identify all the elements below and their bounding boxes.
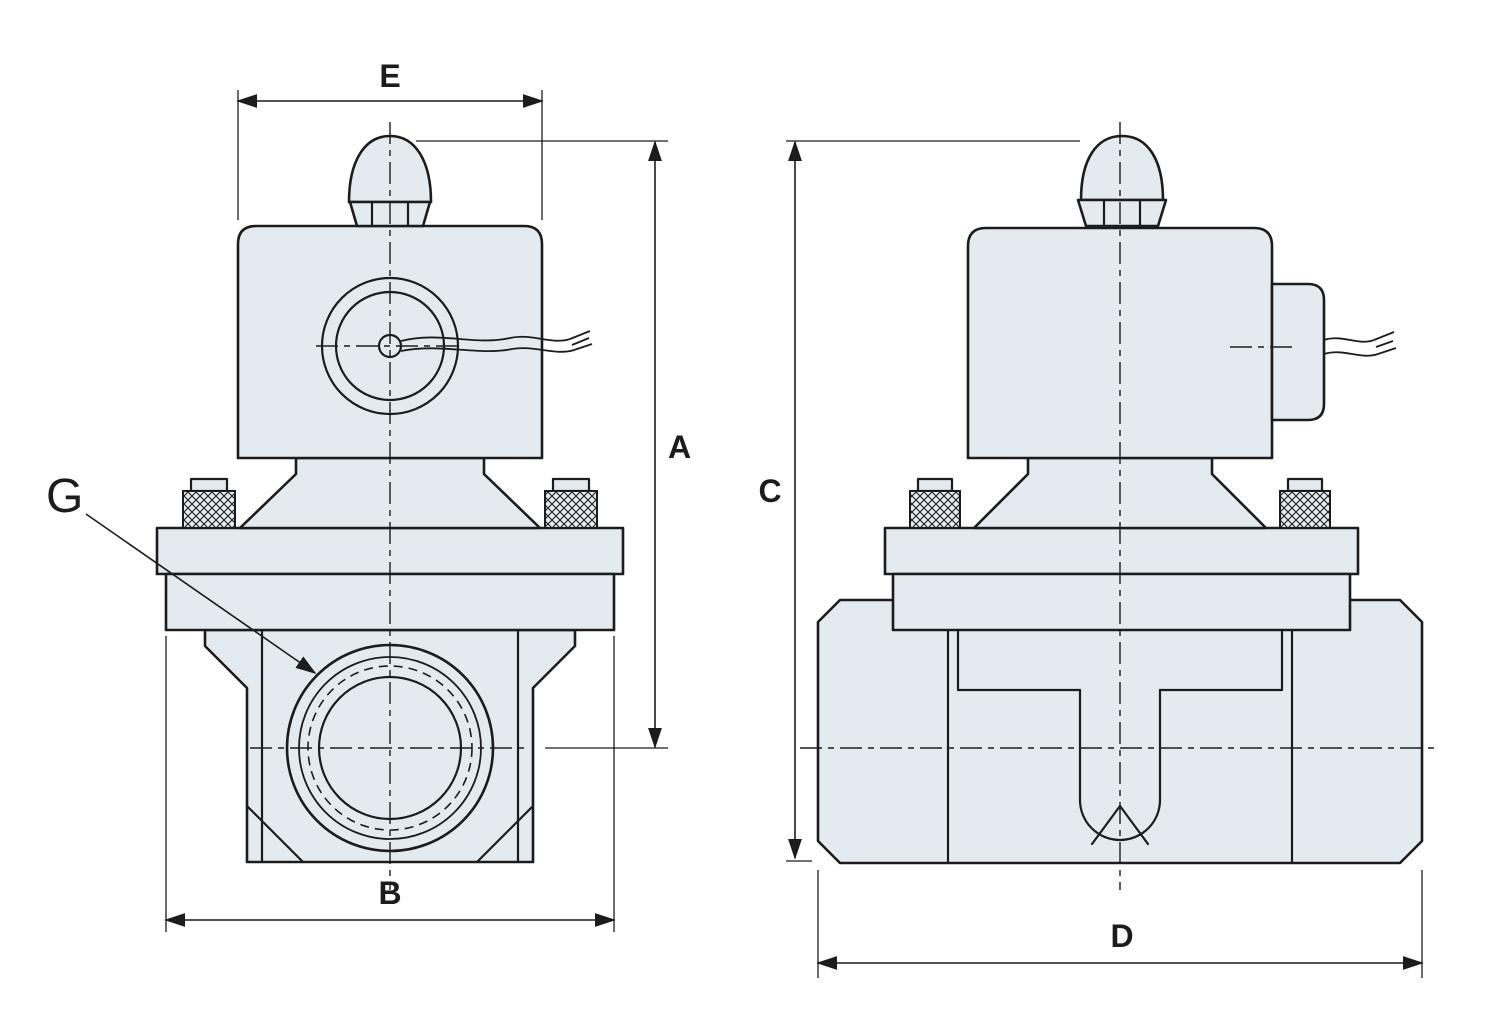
- dim-c-label: C: [758, 473, 781, 509]
- dim-a-extension-lines: [416, 140, 668, 749]
- dim-d-label: D: [1110, 918, 1133, 954]
- bolt-cap-right: [551, 477, 591, 493]
- bolt-left-side: [909, 490, 961, 529]
- mounting-plate-upper-side: [883, 526, 1360, 576]
- port-boss-sides: [260, 628, 520, 864]
- internal-step-right: [1158, 628, 1284, 692]
- cap-nut-side: [1079, 134, 1165, 202]
- bolt-left: [182, 490, 236, 529]
- wire-2-side: [1323, 351, 1379, 357]
- bolt-cap-left: [189, 477, 229, 493]
- dimension-e: E: [236, 58, 544, 220]
- wire-1-side: [1323, 337, 1375, 343]
- hex-nut-side: [1076, 198, 1168, 228]
- port-size-callout: G: [46, 470, 317, 674]
- internal-bore-cup: [1078, 798, 1162, 842]
- hex-nut-facets-side: [1102, 199, 1142, 227]
- lead-wires-front: [400, 330, 593, 353]
- wire-frayed-ends: [569, 330, 593, 351]
- dim-e-extension-lines: [237, 90, 543, 220]
- connector-block: [1270, 282, 1326, 422]
- mounting-plate-lower-side: [891, 572, 1352, 632]
- bolt-cap-right-side: [1286, 477, 1324, 493]
- bolt-cap-left-side: [916, 477, 954, 493]
- dim-b-label: B: [378, 875, 401, 911]
- internal-step-left: [956, 628, 1082, 692]
- dimension-b: B: [164, 636, 616, 932]
- body-internal-profile: [956, 628, 1284, 846]
- lead-wires-side: [1323, 331, 1397, 357]
- hex-nut-facets-front: [370, 201, 410, 227]
- bolt-right: [544, 490, 598, 529]
- wire-1: [400, 335, 571, 342]
- dim-a-label: A: [668, 429, 691, 465]
- internal-bore-walls: [1078, 688, 1162, 802]
- side-view: C D: [758, 122, 1440, 978]
- port-g-label: G: [46, 470, 83, 523]
- wire-frayed-ends-side: [1373, 331, 1397, 355]
- dim-e-label: E: [379, 58, 400, 94]
- dimension-c: C: [758, 140, 1080, 862]
- dimension-d: D: [816, 870, 1424, 978]
- bolt-right-side: [1279, 490, 1331, 529]
- body-chamfer-lines: [245, 804, 535, 864]
- dim-b-extension-lines: [165, 636, 615, 932]
- wire-2: [400, 347, 575, 353]
- port-g-leader-line: [85, 513, 317, 674]
- dim-c-extension-lines: [786, 140, 1080, 862]
- port-boss-divider-lines: [946, 598, 1294, 865]
- front-view: E A B G: [46, 58, 691, 932]
- dimension-a: A: [416, 140, 691, 749]
